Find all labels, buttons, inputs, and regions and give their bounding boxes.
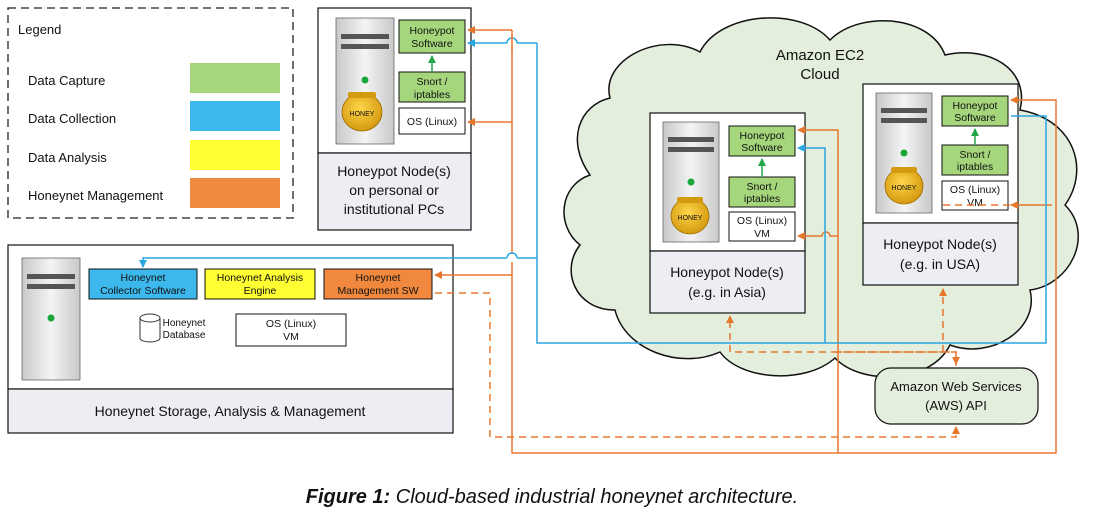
analysis-engine-box xyxy=(204,268,316,300)
personal-snort-box xyxy=(398,71,466,103)
asia-software-line1: Honeypot xyxy=(740,130,785,142)
usa-honeypot-software xyxy=(941,95,1009,127)
personal-node-caption-box xyxy=(317,152,472,231)
asia-snort-line2: iptables xyxy=(744,193,780,205)
usa-os-box xyxy=(941,180,1009,211)
arrow-to-asia-os xyxy=(797,231,838,240)
storage-caption-box xyxy=(7,388,454,434)
asia-os-box xyxy=(728,211,796,242)
collector-line2: Collector Software xyxy=(100,285,186,297)
legend-label-analysis: Data Analysis xyxy=(28,150,107,165)
aws-api-box: Amazon Web Services (AWS) API xyxy=(874,367,1039,425)
usa-software-line1: Honeypot xyxy=(953,100,998,112)
arrow-to-asia-software xyxy=(797,126,839,453)
usa-honeypot-node: HONEY Honeypot Software Snort / iptables… xyxy=(862,83,1019,286)
asia-node-caption-box xyxy=(649,250,806,314)
figure-caption-label: Figure 1: xyxy=(306,486,390,508)
management-line2: Management SW xyxy=(337,285,418,297)
asia-snort-line1: Snort / xyxy=(747,181,778,193)
legend-label-capture: Data Capture xyxy=(28,73,105,88)
legend-swatch-analysis xyxy=(190,140,280,170)
figure-caption-text: Cloud-based industrial honeynet architec… xyxy=(390,486,798,508)
collection-bus-line xyxy=(536,43,1047,344)
honeynet-storage-node: Honeynet Collector Software Honeynet Ana… xyxy=(7,244,454,434)
figure-caption: Figure 1: Cloud-based industrial honeyne… xyxy=(306,486,798,508)
aws-line2: (AWS) API xyxy=(925,398,987,413)
legend: Legend Data Capture Data Collection Data… xyxy=(7,7,294,219)
collection-connectors xyxy=(139,39,1047,344)
legend-swatch-capture xyxy=(190,63,280,93)
personal-caption-line2: on personal or xyxy=(349,182,439,198)
asia-os-line1: OS (Linux) xyxy=(737,215,787,227)
honey-pot-icon: HONEY xyxy=(670,197,710,235)
aws-line1: Amazon Web Services xyxy=(890,379,1022,394)
honey-pot-icon: HONEY xyxy=(884,167,924,205)
usa-os-line2: VM xyxy=(967,197,983,209)
personal-caption-line3: institutional PCs xyxy=(344,201,444,217)
usa-caption-line1: Honeypot Node(s) xyxy=(883,236,997,252)
aws-dashed-connectors xyxy=(435,201,1052,438)
usa-caption-line2: (e.g. in USA) xyxy=(900,256,980,272)
honey-pot-icon: HONEY xyxy=(341,92,383,132)
asia-honeypot-software xyxy=(728,125,796,157)
management-bus-line xyxy=(511,30,1057,454)
management-sw-box xyxy=(323,268,433,300)
management-line1: Honeynet xyxy=(356,272,401,284)
legend-swatch-management xyxy=(190,178,280,208)
analysis-line1: Honeynet Analysis xyxy=(217,272,303,284)
asia-os-line2: VM xyxy=(754,228,770,240)
personal-caption-line1: Honeypot Node(s) xyxy=(337,163,451,179)
usa-software-line2: Software xyxy=(954,112,996,124)
usa-os-line1: OS (Linux) xyxy=(950,184,1000,196)
legend-swatch-collection xyxy=(190,101,280,131)
asia-snort-box xyxy=(728,176,796,208)
asia-software-line2: Software xyxy=(741,142,783,154)
aws-api-shape xyxy=(874,367,1039,425)
legend-label-collection: Data Collection xyxy=(28,111,116,126)
server-icon xyxy=(21,257,81,381)
collector-software-box xyxy=(88,268,198,300)
management-connectors xyxy=(434,26,1057,454)
management-to-aws-dashed xyxy=(435,292,960,438)
usa-snort-line1: Snort / xyxy=(960,149,991,161)
honey-label: HONEY xyxy=(350,111,375,118)
personal-snort-line1: Snort / xyxy=(417,76,448,88)
personal-snort-line2: iptables xyxy=(414,89,450,101)
collector-line1: Honeynet xyxy=(121,272,166,284)
personal-honeypot-software xyxy=(398,19,466,54)
cloud-label-line1: Amazon EC2 xyxy=(776,47,864,64)
arrow-to-asia-collector xyxy=(797,144,826,343)
database-icon xyxy=(139,313,161,343)
honey-label: HONEY xyxy=(678,215,703,222)
arrow-to-collector-software xyxy=(139,257,537,268)
cloud-label-line2: Cloud xyxy=(800,66,839,83)
legend-label-management: Honeynet Management xyxy=(28,188,164,203)
database-line2: Database xyxy=(163,330,206,341)
asia-honeypot-node: HONEY Honeypot Software Snort / iptables… xyxy=(649,112,806,314)
honey-label: HONEY xyxy=(892,185,917,192)
storage-os-line2: VM xyxy=(283,331,299,343)
personal-honeypot-node: HONEY Honeypot Software Snort / iptables… xyxy=(317,7,472,231)
storage-os-box xyxy=(235,313,347,347)
usa-node-caption-box xyxy=(862,222,1019,286)
asia-caption-line1: Honeypot Node(s) xyxy=(670,264,784,280)
storage-caption: Honeynet Storage, Analysis & Management xyxy=(95,403,366,419)
usa-snort-box xyxy=(941,144,1009,176)
arrow-into-aws xyxy=(835,351,960,365)
analysis-line2: Engine xyxy=(244,285,277,297)
database-line1: Honeynet xyxy=(163,318,206,329)
storage-os-line1: OS (Linux) xyxy=(266,318,316,330)
usa-snort-line2: iptables xyxy=(957,161,993,173)
asia-caption-line2: (e.g. in Asia) xyxy=(688,284,766,300)
personal-software-line1: Honeypot xyxy=(410,25,455,37)
personal-software-line2: Software xyxy=(411,38,453,50)
legend-title: Legend xyxy=(18,22,61,37)
personal-os-box xyxy=(398,107,466,135)
personal-os-label: OS (Linux) xyxy=(407,116,457,128)
